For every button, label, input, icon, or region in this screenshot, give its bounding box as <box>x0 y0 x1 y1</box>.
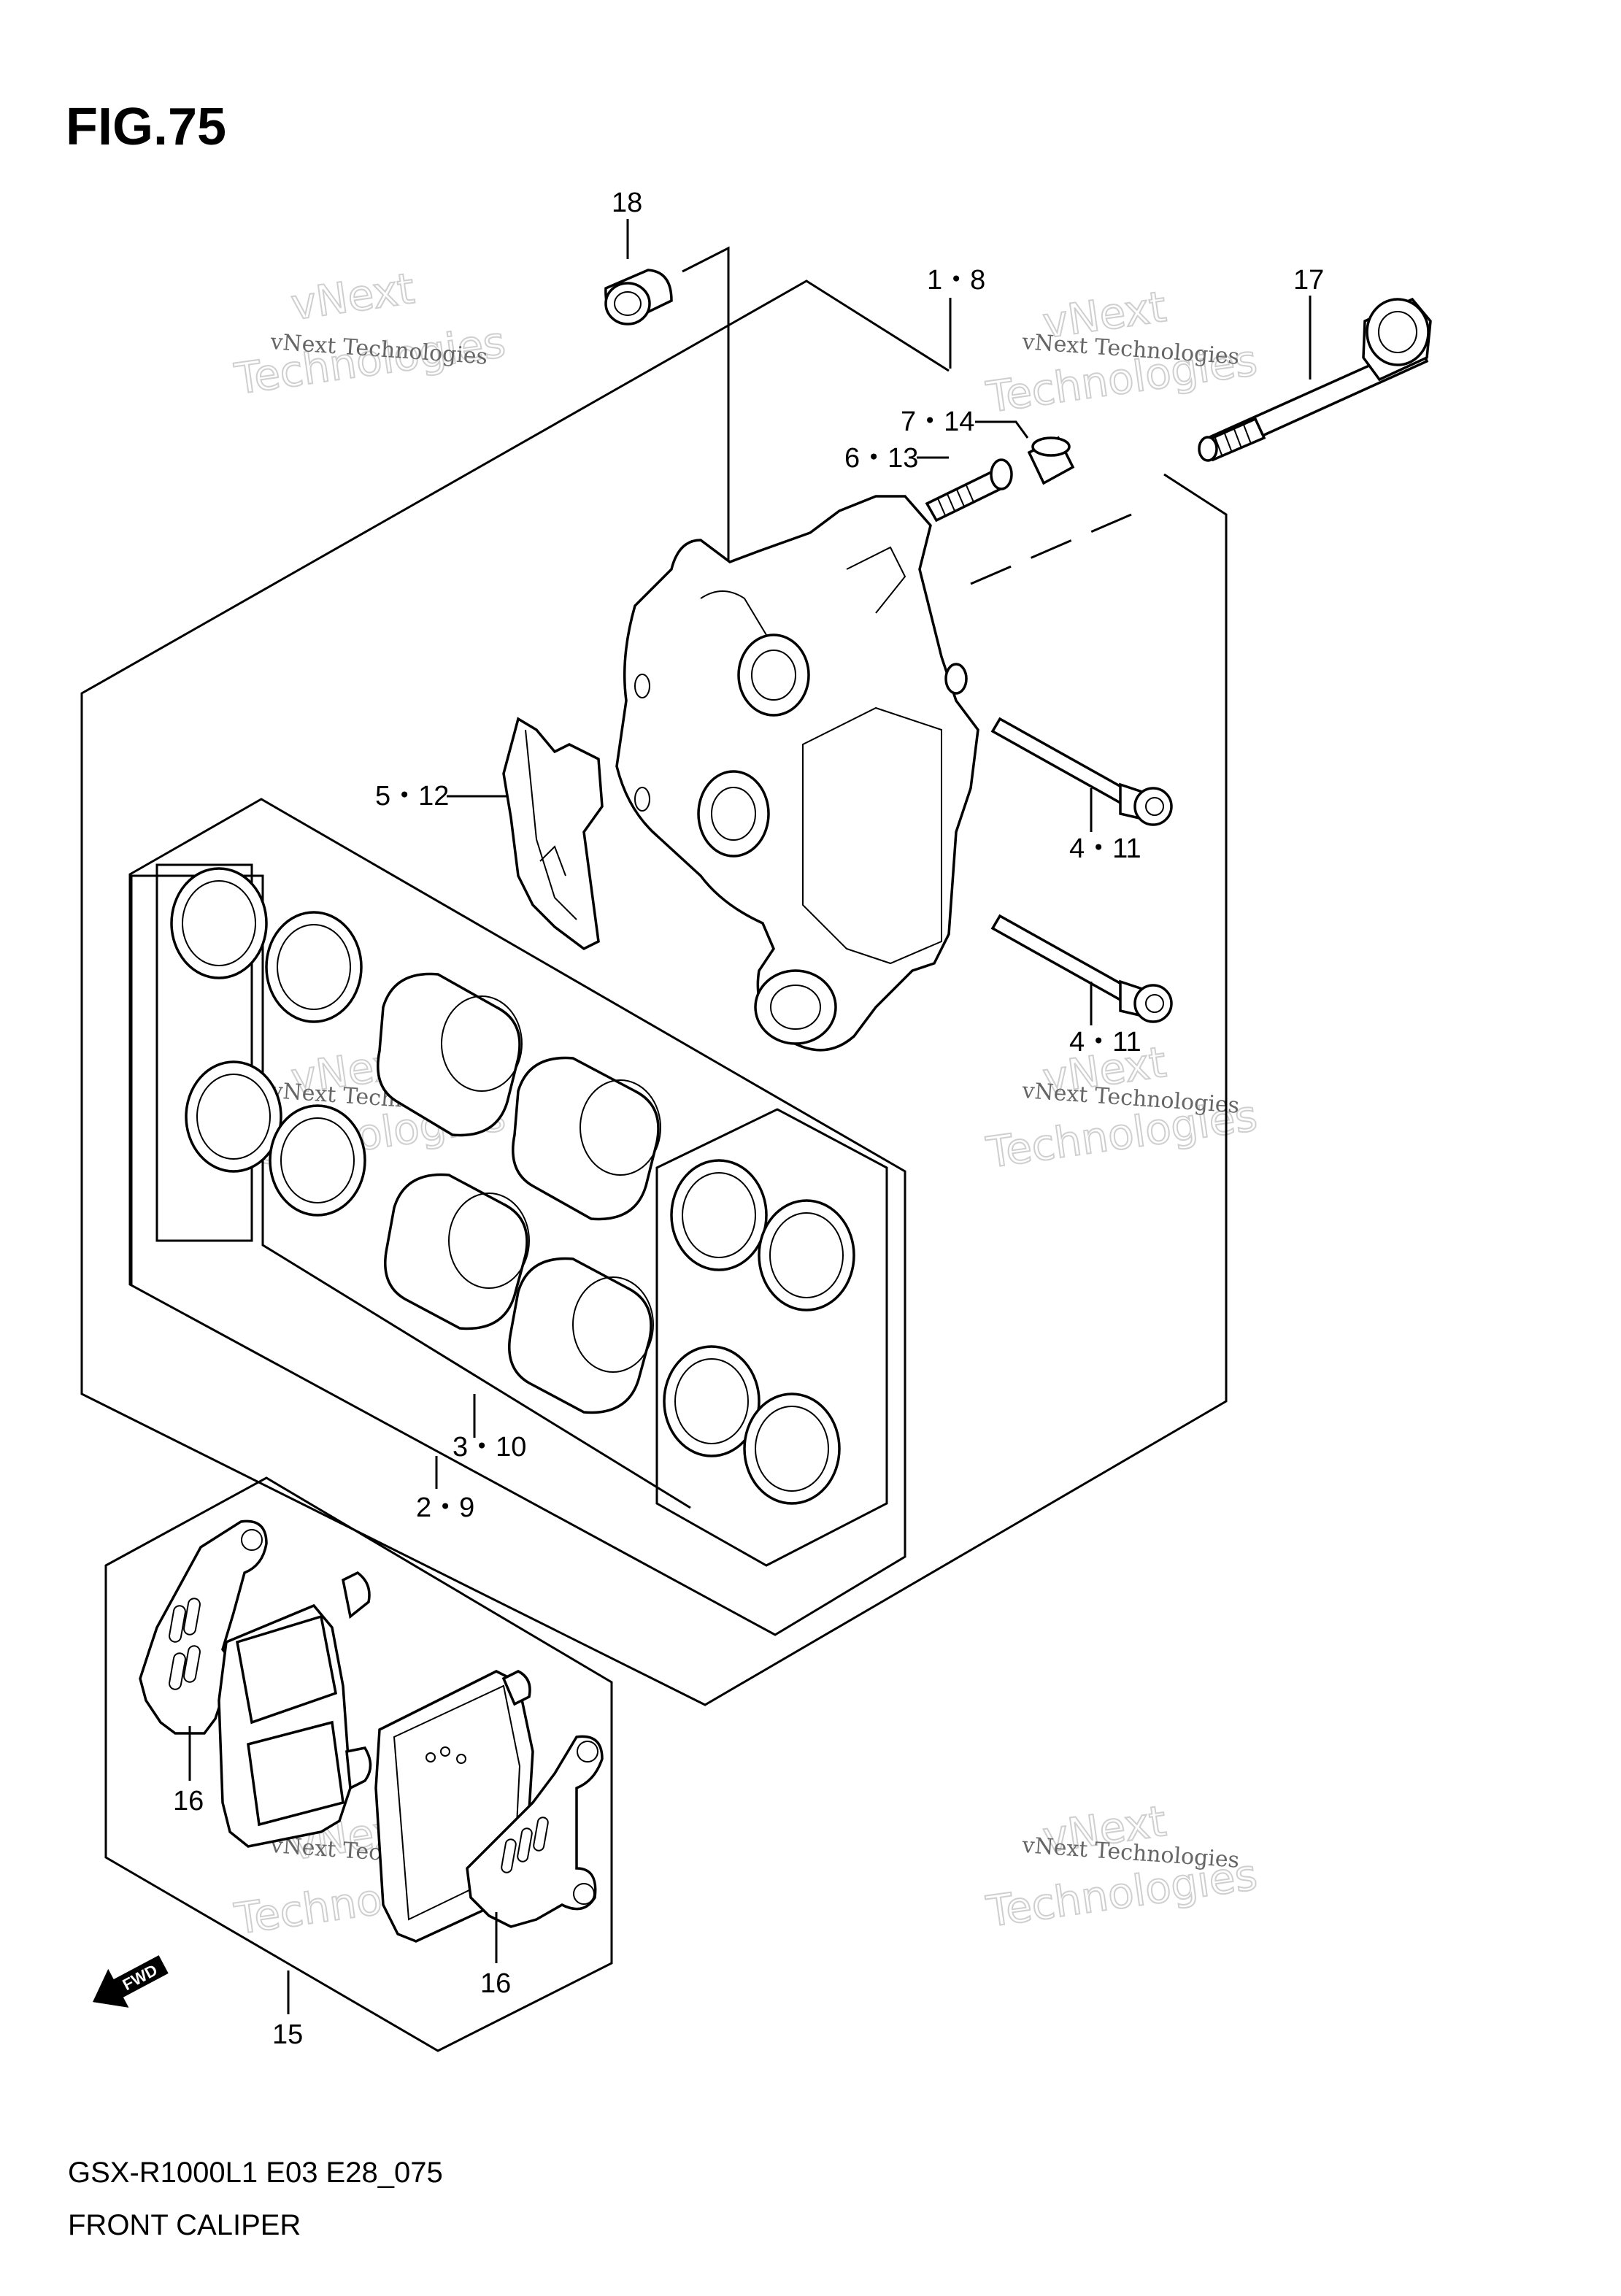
callout-16a: 16 <box>173 1786 204 1817</box>
part-16-shim-right <box>466 1735 604 1928</box>
footer-section-name: FRONT CALIPER <box>68 2209 301 2241</box>
figure-title: FIG.75 <box>66 98 226 156</box>
piston-1 <box>377 972 523 1137</box>
piston-group-boundary <box>130 874 691 1509</box>
axis-18 <box>682 246 730 712</box>
part-5-12-pad-spring <box>502 717 604 951</box>
part-17-bolt <box>1198 297 1432 462</box>
callout-16b: 16 <box>480 1968 511 1999</box>
part-4-11-pin-upper <box>990 717 1173 826</box>
leader-7-14 <box>975 420 1029 439</box>
seal-group-right <box>655 1108 888 1567</box>
callout-18: 18 <box>612 188 642 218</box>
part-15-pad-left <box>217 1571 372 1848</box>
callout-6-13: 6・13 <box>844 443 918 474</box>
forward-arrow-icon: FWD <box>93 1955 169 2008</box>
seal-group-boundary <box>128 798 906 1636</box>
part-6-13-bleeder <box>925 458 1013 523</box>
seal-group-left <box>155 863 366 1242</box>
pad-set-boundary <box>104 1476 613 2052</box>
part-4-11-pin-lower <box>990 914 1173 1023</box>
piston-4 <box>508 1257 654 1414</box>
callout-5-12: 5・12 <box>375 781 449 812</box>
svg-text:vNext: vNext <box>288 263 417 330</box>
part-18-bush <box>604 269 673 325</box>
piston-3 <box>384 1173 530 1330</box>
callout-2-9: 2・9 <box>416 1492 474 1523</box>
callout-4-11a: 4・11 <box>1069 833 1141 864</box>
callout-15: 15 <box>272 2019 303 2050</box>
callout-7-14: 7・14 <box>901 407 974 437</box>
callout-1-8: 1・8 <box>927 265 985 296</box>
callout-4-11b: 4・11 <box>1069 1027 1141 1058</box>
footer-model-code: GSX-R1000L1 E03 E28_075 <box>68 2157 443 2189</box>
callout-17: 17 <box>1293 265 1324 296</box>
piston-2 <box>512 1056 661 1221</box>
watermark-1: vNext Technologies <box>231 263 509 405</box>
caliper-assembly-boundary <box>80 280 1228 1706</box>
callout-3-10: 3・10 <box>453 1432 526 1463</box>
pistons <box>377 972 661 1414</box>
part-7-14-cap <box>1027 436 1075 485</box>
caliper-body <box>615 495 979 1052</box>
axis-17 <box>970 513 1132 585</box>
